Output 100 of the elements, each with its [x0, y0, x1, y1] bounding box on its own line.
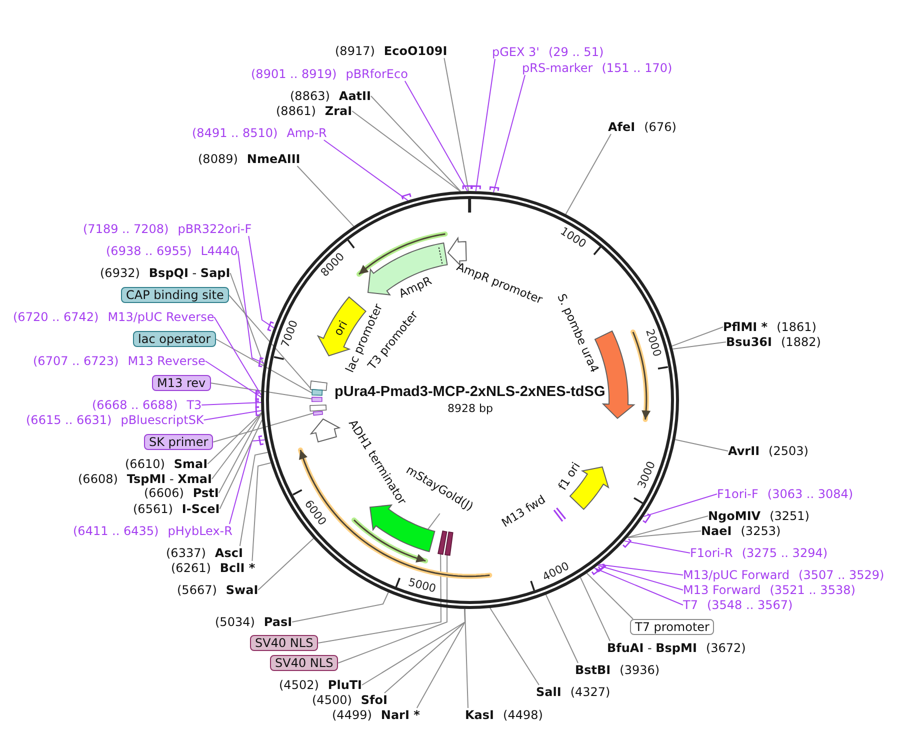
primer-name: pRS-marker: [522, 61, 593, 75]
leader-line: [230, 272, 264, 366]
cut-site-position: (8863): [290, 89, 330, 103]
feature-tag: SV40 NLS: [250, 635, 318, 651]
leader-line: [580, 576, 610, 642]
enzyme-name: NmeAIII: [246, 152, 300, 166]
leader-line: [586, 572, 634, 620]
primer-name: L4440: [200, 244, 238, 258]
leader-line: [318, 554, 442, 644]
primer-name: M13 Reverse: [128, 354, 206, 368]
cut-site-position: (3253): [740, 524, 781, 538]
primer-name: pBluescriptSK: [120, 413, 204, 427]
primer-name: T7: [683, 598, 698, 612]
leader-line: [627, 516, 708, 538]
leader-line: [203, 410, 262, 420]
enzyme-name: BfuAI - BspMI: [607, 641, 697, 655]
leader-line: [210, 382, 312, 400]
leader-line: [427, 513, 440, 530]
plasmid-length: 8928 bp: [448, 402, 493, 416]
scale-label: 2000: [642, 327, 664, 358]
leader-line: [323, 140, 408, 201]
primer-range: (8491 .. 8510): [192, 126, 278, 140]
primer-name: pHybLex-R: [168, 524, 232, 538]
primer-name: pBR322ori-F: [178, 222, 252, 236]
enzyme-name: NaeI: [701, 524, 732, 538]
leader-line: [594, 568, 684, 606]
enzyme-name: TspMI - XmaI: [126, 472, 212, 486]
cut-site-position: (6606): [144, 486, 184, 500]
cut-site-position: (3251): [770, 509, 810, 523]
primer-name: pBRforEco: [346, 67, 408, 81]
feature-label: f1 ori: [555, 460, 583, 492]
feature-cluster-drawing: [308, 378, 330, 417]
primer-range: (3548 .. 3567): [706, 598, 793, 612]
leader-line: [545, 594, 578, 664]
leader-line: [215, 338, 313, 394]
leader-line: [237, 250, 265, 364]
leader-line: [228, 439, 266, 524]
primer-range: (6707 .. 6723): [33, 354, 119, 368]
cut-site-position: (1882): [781, 335, 821, 349]
enzyme-name: PflMI *: [723, 320, 768, 334]
cut-site-position: (4499): [332, 708, 372, 722]
leader-line: [219, 420, 262, 510]
primer-name: T3: [186, 398, 202, 412]
leader-line: [248, 236, 274, 328]
leader-line: [444, 58, 470, 192]
leader-line: [565, 134, 612, 215]
primer-name: M13 Forward: [683, 583, 761, 597]
leader-line: [626, 530, 702, 538]
primer-range: (7189 .. 7208): [83, 222, 169, 236]
feature-label: ori: [330, 318, 350, 338]
primer-range: (8901 .. 8919): [251, 67, 337, 81]
cut-site-position: (8089): [198, 152, 238, 166]
leader-line: [624, 540, 690, 554]
leader-line: [296, 166, 354, 227]
cut-site-position: (3936): [620, 663, 660, 677]
leader-line: [201, 402, 262, 406]
scale-label: 3000: [634, 459, 659, 491]
feature-tag: M13 rev: [152, 375, 211, 391]
primer-name: F1ori-R: [690, 546, 733, 560]
primer-name: Amp-R: [286, 126, 327, 140]
leader-line: [416, 608, 466, 708]
leader-line: [674, 439, 728, 452]
cut-site-position: (1861): [776, 320, 816, 334]
enzyme-name: Bsu36I: [726, 335, 772, 349]
cut-site-position: (2503): [768, 444, 808, 458]
scale-label: 4000: [540, 558, 572, 584]
leader-line: [218, 413, 262, 494]
cut-site-position: (3672): [706, 641, 746, 655]
scale-label: 7000: [278, 318, 302, 350]
cut-site-position: (6561): [133, 502, 173, 516]
feature-tag: CAP binding site: [121, 287, 229, 303]
feature-mark: [442, 530, 454, 558]
primer-name: M13/pUC Forward: [683, 568, 790, 582]
feature-tag: SK primer: [144, 434, 214, 450]
leader-line: [475, 58, 496, 192]
enzyme-name: SalI: [536, 685, 562, 699]
primer-range: (3507 .. 3529): [798, 568, 884, 582]
enzyme-name: SmaI: [174, 457, 208, 471]
primer-range: (3063 .. 3084): [767, 487, 854, 501]
leader-line: [258, 538, 314, 590]
cut-site-position: (4498): [503, 708, 543, 722]
enzyme-name: PluTI: [328, 678, 362, 692]
enzyme-name: KasI: [465, 708, 494, 722]
enzyme-name: BstBI: [575, 663, 611, 677]
cut-site-position: (6610): [125, 457, 165, 471]
cut-site-position: (4500): [312, 693, 352, 707]
leader-line: [671, 326, 724, 347]
leader-line: [352, 110, 461, 192]
primer-range: (6720 .. 6742): [13, 310, 99, 324]
enzyme-name: SfoI: [360, 693, 388, 707]
leader-line: [492, 74, 526, 193]
enzyme-name: I-SceI: [182, 502, 220, 516]
cut-site-position: (4502): [279, 678, 319, 692]
cut-site-position: (6608): [78, 472, 118, 486]
leader-line: [252, 462, 272, 562]
primer-range: (151 .. 170): [602, 61, 672, 75]
cut-site-position: (6261): [171, 561, 211, 575]
enzyme-name: ZraI: [324, 104, 352, 118]
enzyme-name: EcoO109I: [384, 44, 448, 58]
leader-line: [228, 294, 313, 391]
